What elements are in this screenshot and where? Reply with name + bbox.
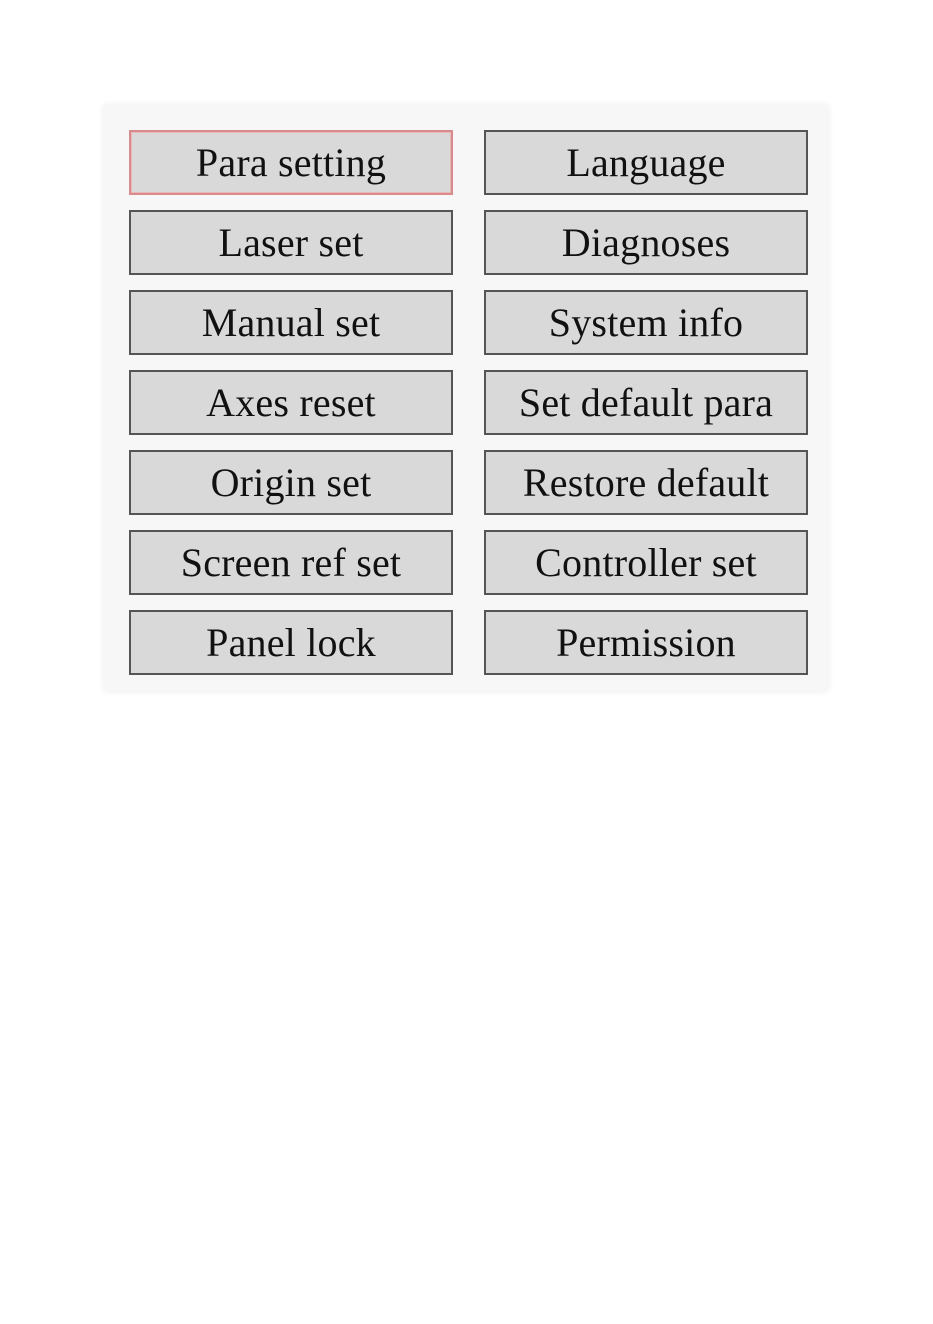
diagnoses-button[interactable]: Diagnoses: [484, 210, 808, 275]
controller-set-button[interactable]: Controller set: [484, 530, 808, 595]
manual-set-label: Manual set: [202, 303, 381, 343]
panel-lock-button[interactable]: Panel lock: [129, 610, 453, 675]
axes-reset-label: Axes reset: [206, 383, 376, 423]
origin-set-label: Origin set: [211, 463, 372, 503]
para-setting-label: Para setting: [196, 143, 386, 183]
permission-label: Permission: [556, 623, 736, 663]
diagnoses-label: Diagnoses: [562, 223, 730, 263]
restore-default-label: Restore default: [523, 463, 769, 503]
menu-column-left: Para setting Laser set Manual set Axes r…: [129, 130, 453, 690]
set-default-para-button[interactable]: Set default para: [484, 370, 808, 435]
axes-reset-button[interactable]: Axes reset: [129, 370, 453, 435]
screen-ref-set-label: Screen ref set: [181, 543, 401, 583]
system-info-label: System info: [549, 303, 743, 343]
permission-button[interactable]: Permission: [484, 610, 808, 675]
language-button[interactable]: Language: [484, 130, 808, 195]
language-label: Language: [566, 143, 725, 183]
controller-set-label: Controller set: [535, 543, 757, 583]
para-setting-button[interactable]: Para setting: [129, 130, 453, 195]
laser-set-button[interactable]: Laser set: [129, 210, 453, 275]
restore-default-button[interactable]: Restore default: [484, 450, 808, 515]
origin-set-button[interactable]: Origin set: [129, 450, 453, 515]
panel-lock-label: Panel lock: [206, 623, 376, 663]
screen-ref-set-button[interactable]: Screen ref set: [129, 530, 453, 595]
menu-column-right: Language Diagnoses System info Set defau…: [484, 130, 808, 690]
settings-menu-panel: Para setting Laser set Manual set Axes r…: [105, 106, 827, 690]
set-default-para-label: Set default para: [519, 383, 773, 423]
laser-set-label: Laser set: [218, 223, 363, 263]
system-info-button[interactable]: System info: [484, 290, 808, 355]
manual-set-button[interactable]: Manual set: [129, 290, 453, 355]
